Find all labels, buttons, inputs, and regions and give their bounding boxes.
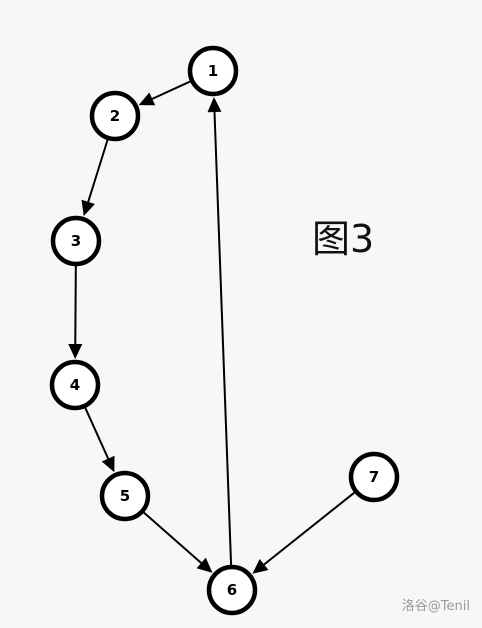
edge-5-to-6	[143, 511, 213, 573]
arrowhead	[81, 199, 95, 217]
node-label: 2	[110, 107, 120, 125]
node-label: 3	[71, 232, 81, 250]
node-label: 7	[369, 468, 379, 486]
edge-line	[143, 511, 202, 564]
node-label: 6	[227, 581, 237, 599]
edge-4-to-5	[84, 407, 115, 473]
arrowhead	[101, 455, 115, 473]
arrowhead	[196, 557, 213, 573]
node-1: 1	[187, 45, 239, 97]
node-2: 2	[89, 90, 141, 142]
arrowhead	[68, 343, 83, 360]
edge-6-to-1	[207, 96, 233, 566]
edge-line	[84, 407, 110, 460]
node-circle	[89, 90, 141, 142]
edge-7-to-6	[252, 491, 356, 574]
node-circle	[206, 564, 258, 616]
edge-line	[263, 491, 356, 566]
arrowhead	[252, 558, 269, 574]
nodes-layer: 1 2 3 4 5 6 7	[49, 45, 400, 616]
node-4: 4	[49, 359, 101, 411]
node-circle	[187, 45, 239, 97]
node-circle	[50, 215, 102, 267]
node-circle	[99, 470, 151, 522]
figure-label: 图3	[312, 217, 375, 261]
node-label: 4	[70, 376, 80, 394]
node-circle	[348, 451, 400, 503]
edge-3-to-4	[68, 265, 83, 360]
node-3: 3	[50, 215, 102, 267]
edge-line	[151, 80, 191, 100]
edge-line	[87, 139, 109, 203]
edges-layer	[68, 80, 356, 574]
node-circle	[49, 359, 101, 411]
edge-2-to-3	[81, 139, 109, 217]
node-6: 6	[206, 564, 258, 616]
arrowhead	[138, 92, 156, 106]
node-7: 7	[348, 451, 400, 503]
edge-1-to-2	[138, 80, 191, 106]
edge-line	[213, 111, 233, 566]
edge-line	[74, 265, 77, 345]
node-label: 5	[120, 487, 130, 505]
watermark: 洛谷@Tenil	[401, 599, 470, 614]
node-5: 5	[99, 470, 151, 522]
node-label: 1	[208, 62, 218, 80]
arrowhead	[207, 96, 222, 113]
